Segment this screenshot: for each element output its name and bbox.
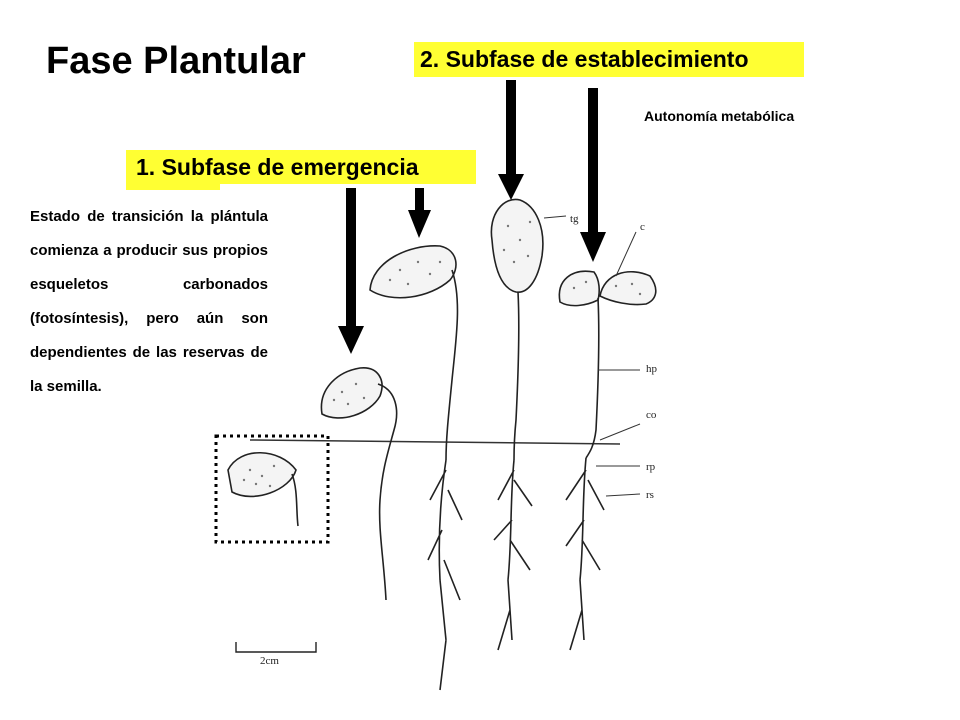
arrow-establishment-1	[498, 80, 524, 200]
phase-1-label: 1. Subfase de emergencia	[126, 150, 476, 184]
label-rs: rs	[646, 489, 654, 501]
seed-stage-0	[227, 451, 299, 527]
seedling-stage-4	[558, 270, 657, 651]
arrows	[338, 80, 606, 354]
phase-1-label-tab	[126, 184, 220, 190]
label-co: co	[646, 409, 657, 421]
seedling-stage-1	[320, 367, 398, 601]
arrow-emergence-2	[408, 188, 431, 238]
metabolic-autonomy-note: Autonomía metabólica	[644, 108, 795, 124]
label-tg: tg	[570, 213, 579, 225]
ground-line	[249, 439, 621, 445]
arrow-establishment-2	[580, 88, 606, 262]
description-text: Estado de transición la plántula comienz…	[30, 208, 268, 395]
page-title: Fase Plantular	[46, 40, 306, 82]
germination-box	[214, 434, 330, 544]
label-c: c	[640, 221, 645, 233]
scale-label: 2cm	[260, 655, 279, 667]
label-hp: hp	[646, 363, 658, 375]
scale-bar	[235, 642, 317, 653]
seedling-stage-3	[490, 198, 544, 651]
arrow-emergence-1	[338, 188, 364, 354]
leader-lines	[543, 215, 641, 497]
label-rp: rp	[646, 461, 656, 473]
phase-2-label: 2. Subfase de establecimiento	[414, 42, 804, 77]
seedling-stage-2	[369, 245, 463, 691]
